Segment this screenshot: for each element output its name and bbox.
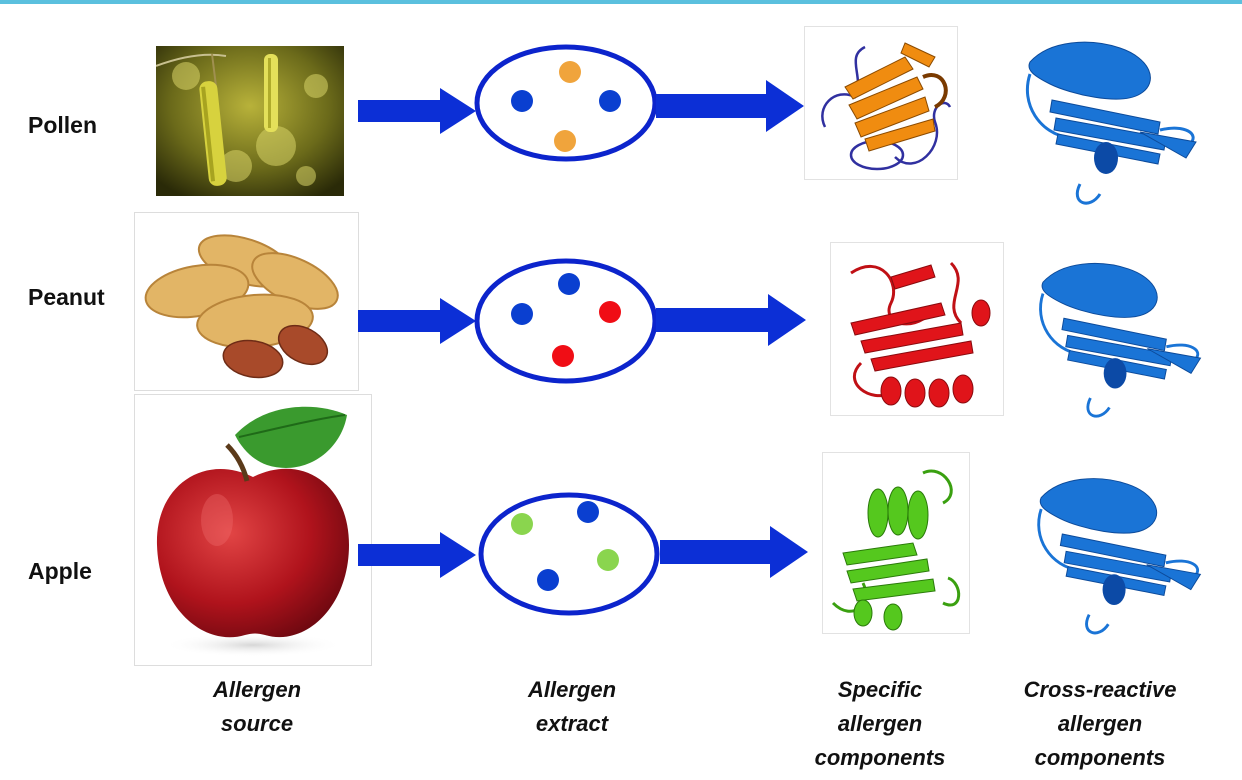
column-label-line: extract	[535, 711, 609, 736]
cross-reactive-component-pollen	[1025, 41, 1197, 205]
column-label-line: Specific	[837, 677, 923, 702]
arrow-pollen-to-extract	[358, 88, 476, 134]
column-label-line: Cross-reactive	[1023, 677, 1177, 702]
row-label-peanut: Peanut	[28, 284, 105, 310]
arrow-extract-to-specific-pollen	[656, 80, 804, 132]
extract-dot	[599, 90, 621, 112]
column-label-specific-components: Specific allergen components	[800, 673, 960, 775]
extract-dot	[577, 501, 599, 523]
arrow-apple-to-extract	[358, 532, 476, 578]
extract-dot	[554, 130, 576, 152]
arrow-extract-to-specific-apple	[660, 526, 808, 578]
extract-apple	[478, 492, 660, 616]
peanut-image	[134, 212, 359, 391]
extract-dot	[511, 90, 533, 112]
row-label-pollen: Pollen	[28, 112, 98, 138]
column-label-line: Allergen	[212, 677, 302, 702]
column-label-line: allergen	[1057, 711, 1143, 736]
top-rule	[0, 0, 1242, 4]
extract-dot	[559, 61, 581, 83]
column-label-allergen-source: Allergen source	[182, 673, 332, 741]
column-label-allergen-extract: Allergen extract	[497, 673, 647, 741]
extract-dot	[537, 569, 559, 591]
extract-peanut	[474, 258, 658, 384]
extract-dot	[552, 345, 574, 367]
extract-dot	[511, 303, 533, 325]
extract-dot	[597, 549, 619, 571]
column-label-line: Allergen	[527, 677, 617, 702]
row-label-apple: Apple	[28, 558, 92, 584]
extract-dot	[511, 513, 533, 535]
column-label-line: components	[1034, 745, 1166, 770]
specific-component-pollen	[804, 26, 958, 180]
arrow-extract-to-specific-peanut	[656, 294, 806, 346]
pollen-image	[156, 46, 344, 196]
cross-reactive-component-apple	[1037, 478, 1202, 635]
extract-dot	[558, 273, 580, 295]
arrow-peanut-to-extract	[358, 298, 476, 344]
column-label-line: source	[220, 711, 294, 736]
specific-component-apple	[822, 452, 970, 634]
apple-image	[134, 394, 372, 666]
cross-reactive-component-peanut	[1039, 263, 1202, 418]
extract-dot	[599, 301, 621, 323]
column-label-line: allergen	[837, 711, 923, 736]
extract-pollen	[474, 44, 658, 162]
column-label-cross-reactive-components: Cross-reactive allergen components	[1000, 673, 1200, 775]
specific-component-peanut	[830, 242, 1004, 416]
column-label-line: components	[814, 745, 946, 770]
